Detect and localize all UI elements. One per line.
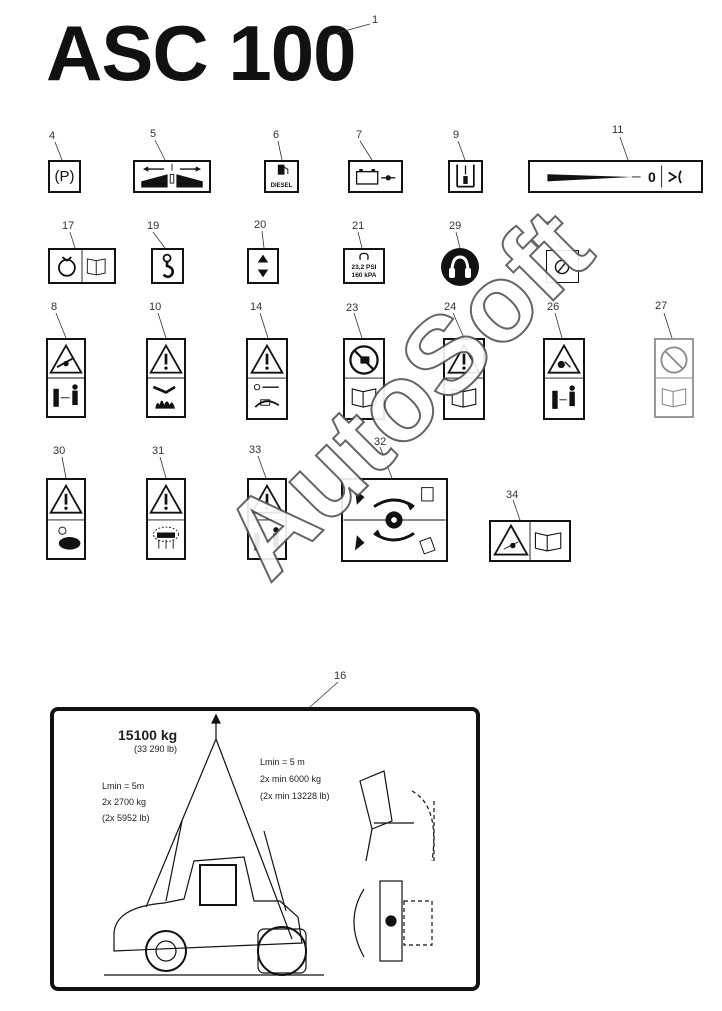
decal-16-lifting-diagram: 15100 kg (33 290 lb) Lmin = 5m 2x 2700 k… [50, 707, 480, 991]
decal-14 [246, 338, 288, 420]
decal-30 [46, 478, 86, 560]
total-weight: 15100 kg [118, 727, 178, 743]
hot-surface-warning-icon [148, 343, 184, 409]
gauge-zero-label: 0 [648, 169, 656, 185]
decal-tyre-pressure: 23,2 PSI 160 kPA [343, 248, 385, 284]
decal-parking-brake: (P) [48, 160, 81, 193]
decal-35 [546, 250, 579, 283]
callout-21: 21 [352, 220, 365, 232]
control-lever-diagram-icon [343, 487, 446, 555]
no-riding-manual-icon [345, 345, 383, 408]
crush-hazard-warning-icon [48, 343, 84, 407]
decal-23 [343, 338, 385, 420]
maintenance-warning-icon [248, 343, 286, 408]
decal-10 [146, 338, 186, 418]
callout-8: 8 [51, 301, 58, 313]
rear-sling-capacity-lb: (2x 5952 lb) [102, 813, 150, 823]
callout-17: 17 [62, 220, 75, 232]
decal-travel-direction [133, 160, 211, 193]
callout-30: 30 [53, 445, 66, 457]
callout-32: 32 [374, 436, 387, 448]
callout-27: 27 [655, 300, 668, 312]
decal-lifting-point [448, 160, 483, 193]
callout-24: 24 [444, 301, 457, 313]
callout-34: 34 [506, 489, 519, 501]
callout-11: 11 [612, 124, 624, 136]
hook-icon [162, 253, 174, 279]
up-down-arrows-icon [257, 254, 269, 278]
decal-hook [151, 248, 184, 284]
lifting-point-icon [456, 164, 475, 188]
decal-32 [341, 478, 448, 562]
pressure-psi: 23,2 PSI [351, 264, 377, 271]
decal-26 [543, 338, 585, 420]
diesel-label: DIESEL [270, 183, 293, 189]
decal-27 [654, 338, 694, 418]
decal-24 [443, 338, 485, 420]
drum-crush-warning-icon [148, 483, 184, 549]
callout-33: 33 [249, 444, 262, 456]
decal-34 [489, 520, 571, 562]
decal-vibration-gauge: 0 [528, 160, 703, 193]
gauge-wedge-icon [547, 165, 682, 188]
callout-10: 10 [149, 301, 162, 313]
rear-sling-length: Lmin = 5m [102, 781, 145, 791]
decal-8 [46, 338, 86, 418]
decal-engine-manual [48, 248, 116, 284]
tyre-icon [359, 252, 369, 260]
callout-4: 4 [49, 130, 56, 142]
callout-20: 20 [254, 219, 267, 231]
model-title: ASC 100 [46, 9, 356, 97]
warning-manual-icon [493, 522, 562, 560]
callout-14: 14 [250, 301, 263, 313]
callout-16: 16 [334, 670, 347, 682]
pressure-kpa: 160 kPA [351, 272, 377, 279]
wrench-circle-icon [554, 259, 570, 275]
fuel-pump-icon [277, 164, 289, 175]
battery-icon [355, 169, 396, 185]
front-sling-capacity-lb: (2x min 13228 lb) [260, 791, 330, 801]
rotating-parts-warning-icon [545, 343, 583, 409]
decal-31 [146, 478, 186, 560]
callout-6: 6 [273, 129, 280, 141]
callout-9: 9 [453, 129, 460, 141]
callout-19: 19 [147, 220, 160, 232]
callout-35: 35 [545, 220, 558, 232]
roller-lifting-drawing [104, 713, 435, 976]
front-sling-capacity: 2x min 6000 kg [260, 774, 322, 784]
travel-direction-icon [141, 163, 203, 188]
no-smoking-manual-icon [656, 346, 692, 408]
decal-33 [247, 478, 287, 560]
engine-manual-icon [58, 250, 106, 282]
callout-1: 1 [372, 14, 379, 26]
decal-ear-protection [441, 248, 479, 286]
decal-up-down [247, 248, 279, 284]
total-weight-lb: (33 290 lb) [134, 744, 178, 754]
entanglement-warning-icon [48, 483, 84, 550]
callout-31: 31 [152, 445, 165, 457]
decal-diesel: DIESEL [264, 160, 299, 193]
decal-battery [348, 160, 403, 193]
callout-29: 29 [449, 220, 462, 232]
ear-protection-icon [449, 255, 471, 278]
callout-5: 5 [150, 128, 157, 140]
front-sling-length: Lmin = 5 m [260, 757, 305, 767]
keep-distance-warning-icon [249, 483, 285, 551]
rear-sling-capacity: 2x 2700 kg [102, 797, 147, 807]
callout-23: 23 [346, 302, 359, 314]
parking-brake-icon: (P) [54, 168, 75, 185]
callout-26: 26 [547, 301, 560, 313]
read-manual-warning-icon [445, 343, 483, 408]
callout-7: 7 [356, 129, 363, 141]
